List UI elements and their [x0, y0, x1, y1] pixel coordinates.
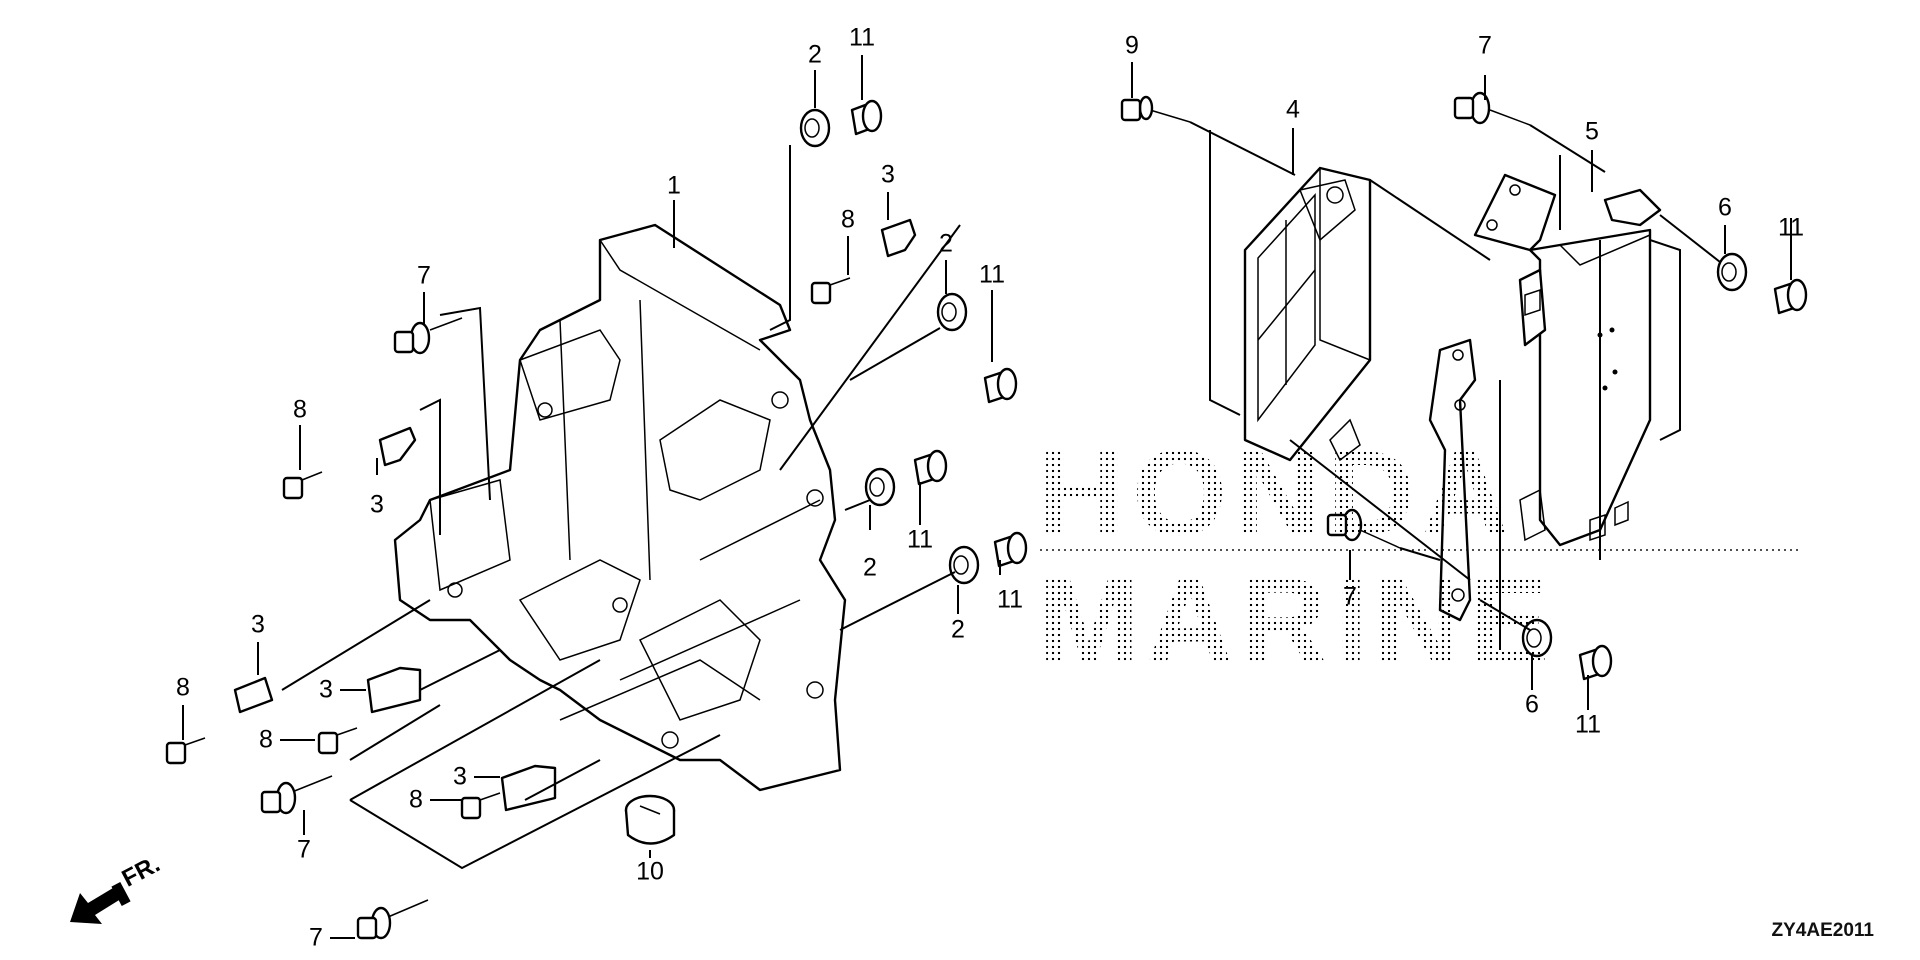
watermark-rule: [1038, 548, 1798, 552]
callout-8[interactable]: 8: [176, 673, 190, 702]
callout-1[interactable]: 1: [667, 171, 681, 200]
callout-3[interactable]: 3: [370, 490, 384, 519]
bolt-part-8[interactable]: [165, 277, 851, 820]
grommet-part-2[interactable]: [799, 108, 980, 585]
bracket-part-5[interactable]: [1428, 173, 1662, 622]
callout-9[interactable]: 9: [1125, 31, 1139, 60]
watermark-line-1: HONDA: [1038, 425, 1516, 561]
terminal-part-3[interactable]: [233, 218, 917, 812]
callout-3[interactable]: 3: [881, 160, 895, 189]
callout-6[interactable]: 6: [1525, 690, 1539, 719]
callout-3[interactable]: 3: [319, 675, 333, 704]
callout-2[interactable]: 2: [863, 553, 877, 582]
callout-10[interactable]: 10: [636, 857, 664, 886]
callout-4[interactable]: 4: [1286, 95, 1300, 124]
callout-7[interactable]: 7: [417, 261, 431, 290]
flange-bolt-part-7[interactable]: [260, 91, 1531, 940]
grommet-part-6[interactable]: [1521, 252, 1748, 658]
leader-lines: [182, 55, 1792, 939]
callout-8[interactable]: 8: [293, 395, 307, 424]
callout-11[interactable]: 11: [849, 23, 875, 52]
callout-7[interactable]: 7: [297, 835, 311, 864]
callout-7[interactable]: 7: [309, 923, 323, 952]
callout-6[interactable]: 6: [1718, 193, 1732, 222]
module-part-4[interactable]: [1243, 166, 1372, 462]
callout-2[interactable]: 2: [939, 229, 953, 258]
callout-3[interactable]: 3: [453, 762, 467, 791]
callout-5[interactable]: 5: [1585, 117, 1599, 146]
callout-11[interactable]: 11: [979, 260, 1005, 289]
callout-7[interactable]: 7: [1343, 582, 1357, 611]
callout-3[interactable]: 3: [251, 610, 265, 639]
callout-11[interactable]: 11: [1575, 710, 1601, 739]
bracket-part-1[interactable]: [393, 223, 847, 792]
callout-8[interactable]: 8: [841, 205, 855, 234]
callout-2[interactable]: 2: [808, 40, 822, 69]
front-direction-arrow: [70, 881, 131, 924]
collar-part-11[interactable]: [850, 99, 1808, 681]
callout-11[interactable]: 11: [997, 585, 1023, 614]
callout-2[interactable]: 2: [951, 615, 965, 644]
callout-8[interactable]: 8: [409, 785, 423, 814]
watermark-line-2: MARINE: [1038, 553, 1556, 689]
callout-11[interactable]: 11: [1778, 213, 1804, 242]
diagram-code: ZY4AE2011: [1771, 920, 1874, 941]
clip-part-10[interactable]: [624, 794, 676, 845]
bolt-part-9[interactable]: [1120, 95, 1191, 123]
callout-7[interactable]: 7: [1478, 31, 1492, 60]
callout-11[interactable]: 11: [907, 525, 933, 554]
callout-8[interactable]: 8: [259, 725, 273, 754]
